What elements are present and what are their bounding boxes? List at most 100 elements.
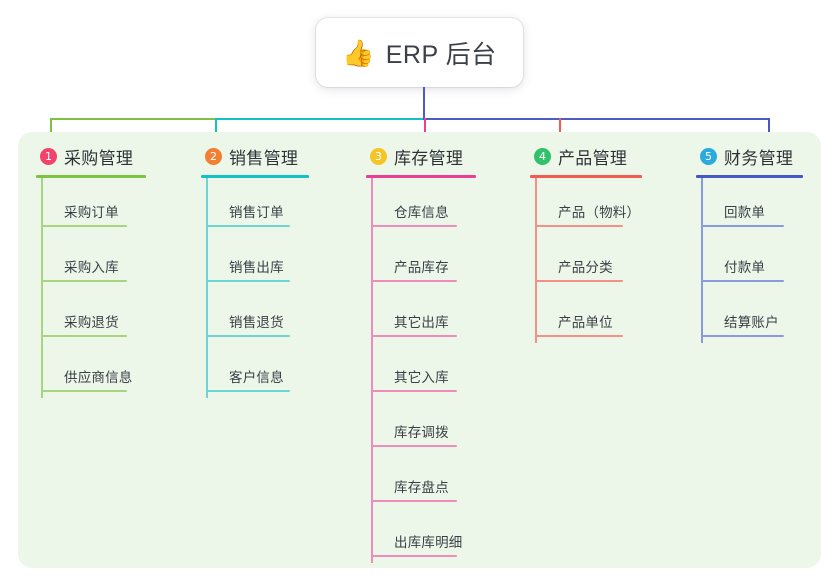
root-node-content: 👍 ERP 后台 [342, 35, 496, 71]
tree-item-label: 其它出库 [394, 315, 449, 330]
branch-trunk-line [535, 178, 537, 343]
column-header-rule [696, 175, 803, 178]
tree-item[interactable]: 产品分类 [530, 233, 643, 288]
column-header[interactable]: 4 产品管理 [530, 142, 643, 170]
connector-bar-segment-1 [50, 118, 217, 120]
connector-drop-4 [559, 118, 561, 142]
tree-item-rule [371, 335, 457, 337]
tree-item[interactable]: 仓库信息 [366, 178, 478, 233]
tree-item[interactable]: 库存调拨 [366, 398, 478, 453]
branch-trunk-line [701, 178, 703, 343]
column-number-badge: 4 [534, 147, 551, 165]
connector-bar-segment-3 [423, 118, 770, 120]
column-header[interactable]: 1 采购管理 [36, 142, 148, 170]
column-items: 采购订单采购入库采购退货供应商信息 [36, 178, 148, 398]
branch-trunk-line [371, 178, 373, 563]
connector-drop-5 [768, 118, 770, 142]
branch-trunk-line [206, 178, 208, 398]
tree-item-label: 其它入库 [394, 370, 449, 385]
tree-item-label: 产品（物料） [558, 205, 641, 220]
tree-item-rule [41, 335, 127, 337]
tree-item-rule [206, 225, 290, 227]
root-node-title: ERP 后台 [385, 40, 497, 69]
tree-item[interactable]: 库存盘点 [366, 453, 478, 508]
tree-item-label: 产品单位 [558, 315, 613, 330]
column-header[interactable]: 3 库存管理 [366, 142, 478, 170]
connector-bar-segment-2 [215, 118, 425, 120]
tree-item[interactable]: 客户信息 [201, 343, 311, 398]
tree-item[interactable]: 付款单 [696, 233, 804, 288]
column-header-rule [530, 175, 642, 178]
root-node-card[interactable]: 👍 ERP 后台 [316, 18, 523, 87]
tree-item-rule [41, 390, 127, 392]
column-number-badge: 1 [40, 147, 57, 165]
column-title: 产品管理 [558, 148, 628, 168]
tree-item[interactable]: 结算账户 [696, 288, 804, 343]
root-stem-line [423, 87, 425, 120]
tree-item-rule [371, 280, 457, 282]
tree-item-rule [41, 225, 127, 227]
tree-item[interactable]: 其它出库 [366, 288, 478, 343]
tree-item-label: 库存盘点 [394, 480, 449, 495]
column-items: 仓库信息产品库存其它出库其它入库库存调拨库存盘点出库库明细 [366, 178, 478, 563]
tree-item[interactable]: 产品库存 [366, 233, 478, 288]
tree-item-label: 销售订单 [229, 205, 284, 220]
tree-item[interactable]: 供应商信息 [36, 343, 148, 398]
tree-item[interactable]: 出库库明细 [366, 508, 478, 563]
tree-item-rule [371, 555, 457, 557]
column-title: 销售管理 [229, 148, 299, 168]
connector-drop-1 [50, 118, 52, 142]
connector-drop-2 [215, 118, 217, 142]
connector-drop-3 [424, 118, 426, 142]
tree-item-label: 采购入库 [64, 260, 119, 275]
tree-item-rule [371, 225, 457, 227]
tree-item-label: 出库库明细 [394, 535, 463, 550]
tree-item-label: 产品分类 [558, 260, 613, 275]
column-items: 产品（物料） 产品分类产品单位 [530, 178, 643, 343]
column-header-rule [36, 175, 146, 178]
tree-item[interactable]: 产品单位 [530, 288, 643, 343]
tree-item[interactable]: 销售订单 [201, 178, 311, 233]
tree-item-rule [535, 335, 623, 337]
tree-item-rule [371, 390, 457, 392]
thumbs-up-icon: 👍 [342, 37, 375, 68]
tree-item-label: 客户信息 [229, 370, 284, 385]
tree-item-label: 库存调拨 [394, 425, 449, 440]
tree-item-label: 付款单 [724, 260, 766, 275]
tree-item-label: 供应商信息 [64, 370, 133, 385]
column-header-rule [366, 175, 476, 178]
column-number-badge: 3 [370, 147, 387, 165]
tree-item-label: 结算账户 [724, 315, 779, 330]
tree-item[interactable]: 采购订单 [36, 178, 148, 233]
tree-item-label: 仓库信息 [394, 205, 449, 220]
tree-item[interactable]: 采购退货 [36, 288, 148, 343]
diagram-panel [18, 132, 821, 568]
column-title: 库存管理 [394, 148, 464, 168]
tree-item-rule [701, 225, 784, 227]
tree-item-rule [701, 335, 784, 337]
tree-item-rule [206, 335, 290, 337]
column-4: 4 产品管理产品（物料） 产品分类产品单位 [530, 142, 643, 343]
tree-item[interactable]: 产品（物料） [530, 178, 643, 233]
column-3: 3 库存管理仓库信息产品库存其它出库其它入库库存调拨库存盘点出库库明细 [366, 142, 478, 563]
tree-item[interactable]: 销售退货 [201, 288, 311, 343]
tree-item-rule [701, 280, 784, 282]
column-2: 2 销售管理销售订单销售出库销售退货客户信息 [201, 142, 311, 398]
column-title: 采购管理 [64, 148, 134, 168]
tree-item[interactable]: 采购入库 [36, 233, 148, 288]
column-items: 销售订单销售出库销售退货客户信息 [201, 178, 311, 398]
tree-item[interactable]: 回款单 [696, 178, 804, 233]
column-items: 回款单付款单结算账户 [696, 178, 804, 343]
column-number-badge: 2 [205, 147, 222, 165]
column-header[interactable]: 2 销售管理 [201, 142, 311, 170]
tree-item-rule [206, 390, 290, 392]
tree-item-label: 销售退货 [229, 315, 284, 330]
tree-item-rule [535, 225, 623, 227]
tree-item-label: 回款单 [724, 205, 766, 220]
column-1: 1 采购管理采购订单采购入库采购退货供应商信息 [36, 142, 148, 398]
tree-item[interactable]: 其它入库 [366, 343, 478, 398]
tree-item[interactable]: 销售出库 [201, 233, 311, 288]
tree-item-label: 销售出库 [229, 260, 284, 275]
